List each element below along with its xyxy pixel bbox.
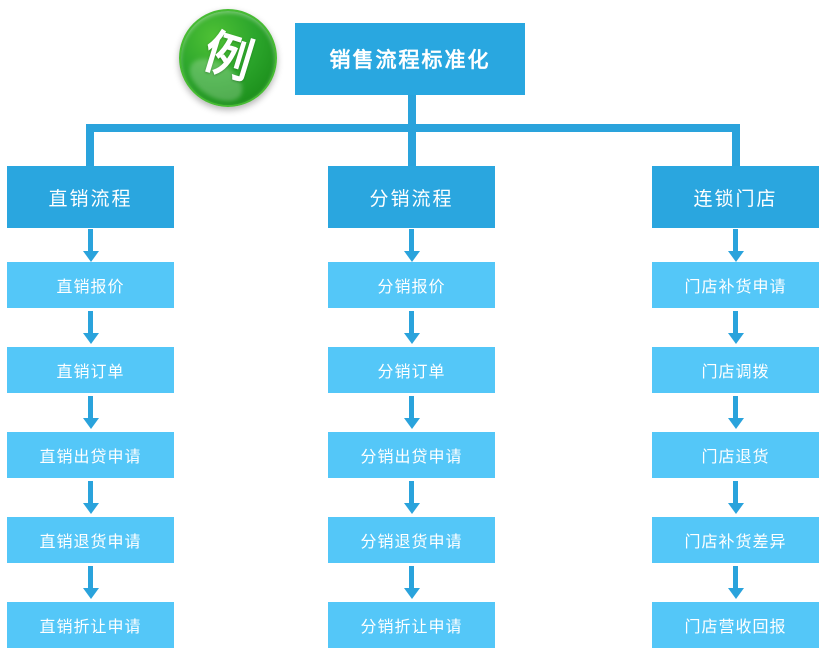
flow-node: 门店调拨: [652, 347, 819, 393]
root-node-label: 销售流程标准化: [329, 49, 491, 72]
column-header-label: 直销流程: [48, 188, 133, 210]
flow-node: 直销出贷申请: [7, 432, 174, 478]
down-arrow-icon: [82, 229, 99, 262]
flow-node: 门店退货: [652, 432, 819, 478]
flow-node-label: 分销退货申请: [360, 534, 463, 551]
flow-node-label: 直销订单: [56, 364, 125, 381]
down-arrow-icon: [82, 481, 99, 514]
connector-drop-col1: [86, 124, 94, 166]
down-arrow-icon: [727, 481, 744, 514]
flow-node: 分销折让申请: [328, 602, 495, 648]
flow-node: 分销出贷申请: [328, 432, 495, 478]
connector-drop-col3: [732, 124, 740, 166]
flow-node-label: 直销折让申请: [39, 619, 142, 636]
down-arrow-icon: [727, 229, 744, 262]
example-badge-glyph: 例: [197, 25, 259, 90]
flow-node: 门店补货差异: [652, 517, 819, 563]
down-arrow-icon: [82, 311, 99, 344]
flow-node: 分销订单: [328, 347, 495, 393]
flow-node-label: 门店营收回报: [684, 619, 787, 636]
flow-node-label: 分销报价: [377, 279, 446, 296]
column-header-label: 连锁门店: [693, 188, 778, 210]
down-arrow-icon: [403, 566, 420, 599]
connector-title-drop: [408, 95, 416, 132]
down-arrow-icon: [82, 396, 99, 429]
down-arrow-icon: [727, 311, 744, 344]
down-arrow-icon: [403, 311, 420, 344]
down-arrow-icon: [727, 396, 744, 429]
column-chain-stores: 连锁门店 门店补货申请 门店调拨 门店退货 门店补货差异 门店营收回报: [652, 166, 819, 648]
flow-node-label: 分销订单: [377, 364, 446, 381]
flow-node-label: 直销报价: [56, 279, 125, 296]
flow-node-label: 直销退货申请: [39, 534, 142, 551]
column-header-label: 分销流程: [369, 188, 454, 210]
flow-node: 分销报价: [328, 262, 495, 308]
column-header-distribution: 分销流程: [328, 166, 495, 228]
connector-drop-col2: [408, 124, 416, 166]
down-arrow-icon: [727, 566, 744, 599]
flow-node-label: 分销出贷申请: [360, 449, 463, 466]
column-distribution: 分销流程 分销报价 分销订单 分销出贷申请 分销退货申请 分销折让申请: [328, 166, 495, 648]
flow-node-label: 分销折让申请: [360, 619, 463, 636]
flow-node-label: 门店补货差异: [684, 534, 787, 551]
flow-node-label: 门店补货申请: [684, 279, 787, 296]
flow-node: 门店营收回报: [652, 602, 819, 648]
column-header-chain-stores: 连锁门店: [652, 166, 819, 228]
flow-node-label: 直销出贷申请: [39, 449, 142, 466]
flow-node: 门店补货申请: [652, 262, 819, 308]
down-arrow-icon: [403, 396, 420, 429]
down-arrow-icon: [82, 566, 99, 599]
column-direct-sales: 直销流程 直销报价 直销订单 直销出贷申请 直销退货申请 直销折让申请: [7, 166, 174, 648]
flow-node: 直销退货申请: [7, 517, 174, 563]
flow-node: 分销退货申请: [328, 517, 495, 563]
down-arrow-icon: [403, 229, 420, 262]
flow-node-label: 门店调拨: [701, 364, 770, 381]
flow-node: 直销报价: [7, 262, 174, 308]
root-node-title: 销售流程标准化: [295, 23, 525, 95]
flow-node: 直销折让申请: [7, 602, 174, 648]
flow-node: 直销订单: [7, 347, 174, 393]
example-badge: 例: [179, 9, 277, 107]
down-arrow-icon: [403, 481, 420, 514]
column-header-direct-sales: 直销流程: [7, 166, 174, 228]
flow-node-label: 门店退货: [701, 449, 770, 466]
